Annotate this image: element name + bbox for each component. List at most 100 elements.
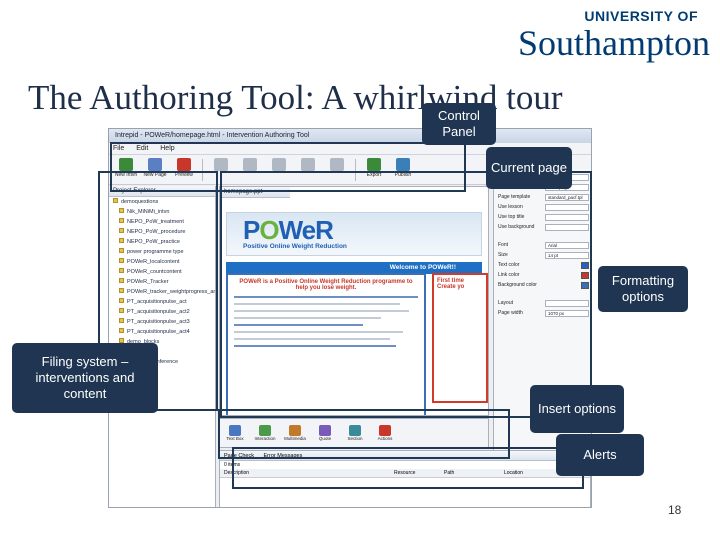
menu-help[interactable]: Help	[160, 145, 175, 152]
property-label: Background color	[498, 282, 537, 288]
tree-item[interactable]: NEPO_PoW_treatment	[109, 217, 215, 227]
export-button[interactable]: Export	[363, 157, 385, 182]
tree-item[interactable]: NEPO_PoW_procedure	[109, 227, 215, 237]
tree-item[interactable]: PT_acquisitionpulse_act4	[109, 327, 215, 337]
page-editor[interactable]: homepage.ppt POWeR Positive Online Weigh…	[219, 186, 489, 416]
property-field[interactable]	[545, 203, 589, 211]
interaction-button[interactable]: Interaction	[254, 425, 276, 441]
tree-item-label: PT_acquisitionpulse_act3	[127, 319, 190, 325]
tree-item[interactable]: PT_acquisitionpulse_act2	[109, 307, 215, 317]
property-field[interactable]	[545, 223, 589, 231]
alerts-col-resource[interactable]: Resource	[394, 470, 416, 476]
color-swatch[interactable]	[581, 261, 589, 269]
tree-item-label: POWeR_Tracker	[127, 279, 169, 285]
color-swatch[interactable]	[581, 281, 589, 289]
actions-button[interactable]: Actions	[374, 425, 396, 441]
color-swatch[interactable]	[581, 271, 589, 279]
current-page-frame	[220, 171, 592, 418]
folder-icon	[119, 308, 124, 313]
tree-item[interactable]: POWeR_Tracker	[109, 277, 215, 287]
folder-icon	[119, 288, 124, 293]
alerts-col-path[interactable]: Path	[444, 470, 455, 476]
toolbar-label: New Intvn	[114, 171, 138, 178]
tree-item[interactable]: power programme type	[109, 247, 215, 257]
folder-icon	[119, 248, 124, 253]
property-field[interactable]	[545, 213, 589, 221]
folder-icon	[119, 278, 124, 283]
tree-item-label: PT_acquisitionpulse_act4	[127, 329, 190, 335]
tree-item[interactable]: POWeR_localcontent	[109, 257, 215, 267]
tree-item[interactable]: NEPO_PoW_practice	[109, 237, 215, 247]
menu-edit[interactable]: Edit	[136, 145, 149, 152]
tree-item-label: PT_acquisitionpulse_act2	[127, 309, 190, 315]
menu-file[interactable]: File	[113, 145, 125, 152]
folder-icon	[119, 238, 124, 243]
alerts-col-description[interactable]: Description	[224, 470, 250, 476]
property-field[interactable]: 14 pt	[545, 251, 589, 259]
cut-button[interactable]	[268, 157, 290, 182]
tree-item[interactable]: demoquestions	[109, 197, 215, 207]
property-field[interactable]: Arial	[545, 241, 589, 249]
actions-icon	[379, 425, 391, 436]
tree-item[interactable]: demo_blocks	[109, 337, 215, 347]
toolbar-label: Preview	[175, 171, 193, 178]
insert-options-frame	[218, 409, 510, 459]
paste-icon	[243, 157, 257, 171]
callout-filing-system: Filing system – interventions and conten…	[12, 343, 158, 413]
folder-icon	[119, 328, 124, 333]
alerts-header-row: Description Resource Path Location	[220, 469, 590, 478]
property-label: Link color	[498, 272, 520, 278]
property-row: Link color	[498, 270, 589, 280]
authoring-tool-window: Intrepid - POWeR/homepage.html - Interve…	[108, 128, 592, 508]
property-row: Background color	[498, 280, 589, 290]
folder-icon	[119, 218, 124, 223]
tree-item-label: POWeR_countcontent	[127, 269, 182, 275]
property-label: Size	[498, 252, 508, 258]
text-box-button[interactable]: Text Box	[224, 425, 246, 441]
publish-button[interactable]: Publish	[392, 157, 414, 182]
quote-button[interactable]: Quote	[314, 425, 336, 441]
tree-item-label: demo_blocks	[127, 339, 160, 345]
first-time-box[interactable]: First time Create yo	[432, 273, 488, 403]
page-tab[interactable]: homepage.ppt	[220, 187, 290, 198]
property-label: Font	[498, 242, 509, 248]
undo-button[interactable]	[297, 157, 319, 182]
tab-page-check[interactable]: Page Check	[224, 453, 254, 459]
property-field[interactable]: standard_pacf.tpl	[545, 193, 589, 201]
tree-item[interactable]: PT_acquisitionpulse_act3	[109, 317, 215, 327]
tree-item[interactable]: POWeR_countcontent	[109, 267, 215, 277]
alerts-col-location[interactable]: Location	[504, 470, 523, 476]
alerts-panel: Page Check Error Messages 0 items Descri…	[219, 450, 591, 507]
logo-main-text: Southampton	[518, 23, 711, 63]
property-field[interactable]	[545, 299, 589, 307]
tree-item[interactable]: Nik_MiNiMi_intvn	[109, 207, 215, 217]
insert-label: Interaction	[254, 436, 276, 441]
folder-icon	[119, 258, 124, 263]
new-page-button[interactable]: New Page	[143, 157, 167, 182]
folder-icon	[119, 338, 124, 343]
content-box[interactable]: POWeR is a Positive Online Weight Reduct…	[226, 273, 426, 415]
insert-label: Multimedia	[284, 436, 306, 441]
filing-system-frame	[98, 171, 218, 411]
property-label: Layout	[498, 300, 514, 306]
window-title: Intrepid - POWeR/homepage.html - Interve…	[109, 129, 591, 143]
tree-item[interactable]: POWeR_tracker_weightprogress_annotation	[109, 287, 215, 297]
section-icon	[349, 425, 361, 436]
tree-item-label: PT_acquisitionpulse_act	[127, 299, 187, 305]
preview-button[interactable]: Preview	[173, 157, 195, 182]
copy-button[interactable]	[210, 157, 232, 182]
tree-item[interactable]: PT_acquisitionpulse_act	[109, 297, 215, 307]
property-field[interactable]: 1070 px	[545, 309, 589, 317]
section-button[interactable]: Section	[344, 425, 366, 441]
tab-error-messages[interactable]: Error Messages	[263, 453, 303, 459]
toolbar-label: Publish	[394, 171, 412, 178]
paste-button[interactable]	[239, 157, 261, 182]
new-intervention-button[interactable]: New Intvn	[114, 157, 138, 182]
redo-button[interactable]	[326, 157, 348, 182]
property-row: Text color	[498, 260, 589, 270]
callout-alerts: Alerts	[556, 434, 644, 476]
page-number: 18	[668, 503, 682, 517]
multimedia-button[interactable]: Multimedia	[284, 425, 306, 441]
